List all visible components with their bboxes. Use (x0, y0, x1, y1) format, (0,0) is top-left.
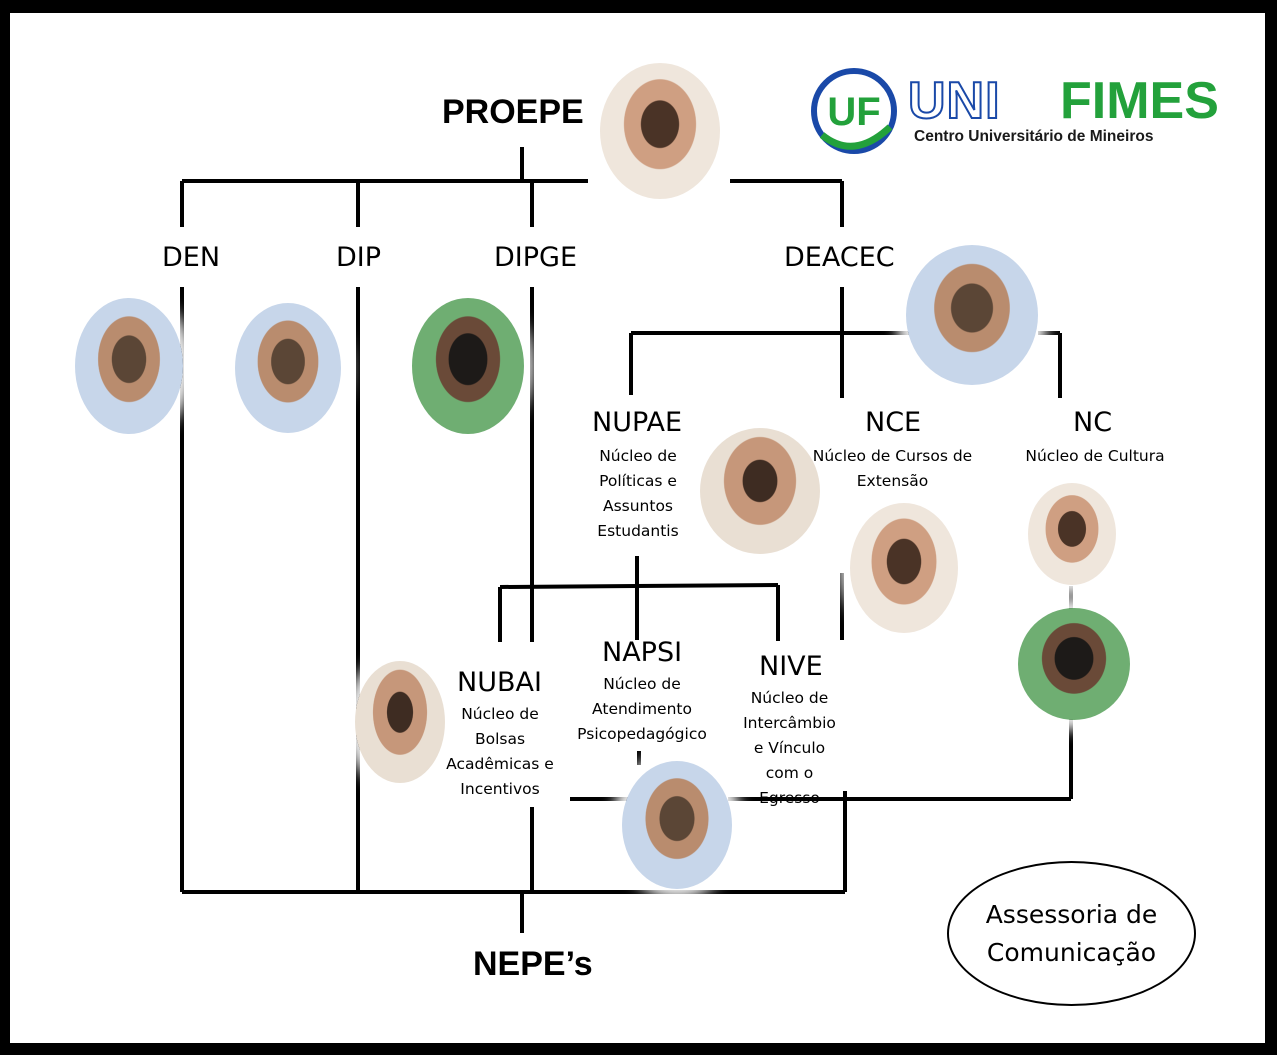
napsi-label: NAPSI (602, 637, 683, 668)
den-portrait (75, 298, 183, 434)
nc-portrait-2 (1018, 608, 1130, 720)
proepe-portrait (600, 63, 720, 199)
svg-text:UF: UF (827, 90, 880, 134)
nce-portrait (850, 503, 958, 633)
nive-label: NIVE (759, 651, 823, 682)
communication-ellipse: Assessoria de Comunicação (947, 861, 1196, 1006)
nubai-description: Núcleo de Bolsas Acadêmicas e Incentivos (446, 705, 554, 798)
nubai-label: NUBAI (457, 667, 542, 698)
nupae-portrait (700, 428, 820, 554)
dipge-portrait (412, 298, 524, 434)
napsi-portrait (622, 761, 732, 889)
deacec-portrait (906, 245, 1038, 385)
dip-label: DIP (336, 242, 382, 273)
nubai-portrait (355, 661, 445, 783)
nive-description: Núcleo de Intercâmbio e Vínculo com o Eg… (743, 689, 836, 807)
nupae-description: Núcleo de Políticas e Assuntos Estudanti… (597, 447, 679, 540)
connector-lines (180, 147, 1073, 933)
org-chart: UF UNI FIMES Centro Universitário de Min… (10, 13, 1265, 1043)
unifimes-logo: UF UNI FIMES Centro Universitário de Min… (808, 65, 1238, 157)
logo-uni-text: UNI (907, 71, 1001, 131)
communication-label: Assessoria de Comunicação (985, 899, 1158, 967)
nce-label: NCE (865, 407, 922, 438)
dipge-label: DIPGE (494, 242, 578, 273)
nc-label: NC (1073, 407, 1113, 438)
proepe-title: PROEPE (442, 93, 584, 131)
nc-portrait-1 (1028, 483, 1116, 585)
logo-subtitle: Centro Universitário de Mineiros (914, 128, 1154, 145)
dip-portrait (235, 303, 341, 433)
logo-fimes-text: FIMES (1060, 72, 1219, 130)
nupae-label: NUPAE (592, 407, 683, 438)
nce-description: Núcleo de Cursos de Extensão (812, 447, 973, 490)
logo-mark-icon: UF (811, 68, 897, 154)
napsi-description: Núcleo de Atendimento Psicopedagógico (577, 675, 707, 743)
deacec-label: DEACEC (784, 242, 895, 273)
nc-description: Núcleo de Cultura (1025, 447, 1165, 465)
nepes-title: NEPE’s (473, 945, 593, 983)
den-label: DEN (162, 242, 221, 273)
